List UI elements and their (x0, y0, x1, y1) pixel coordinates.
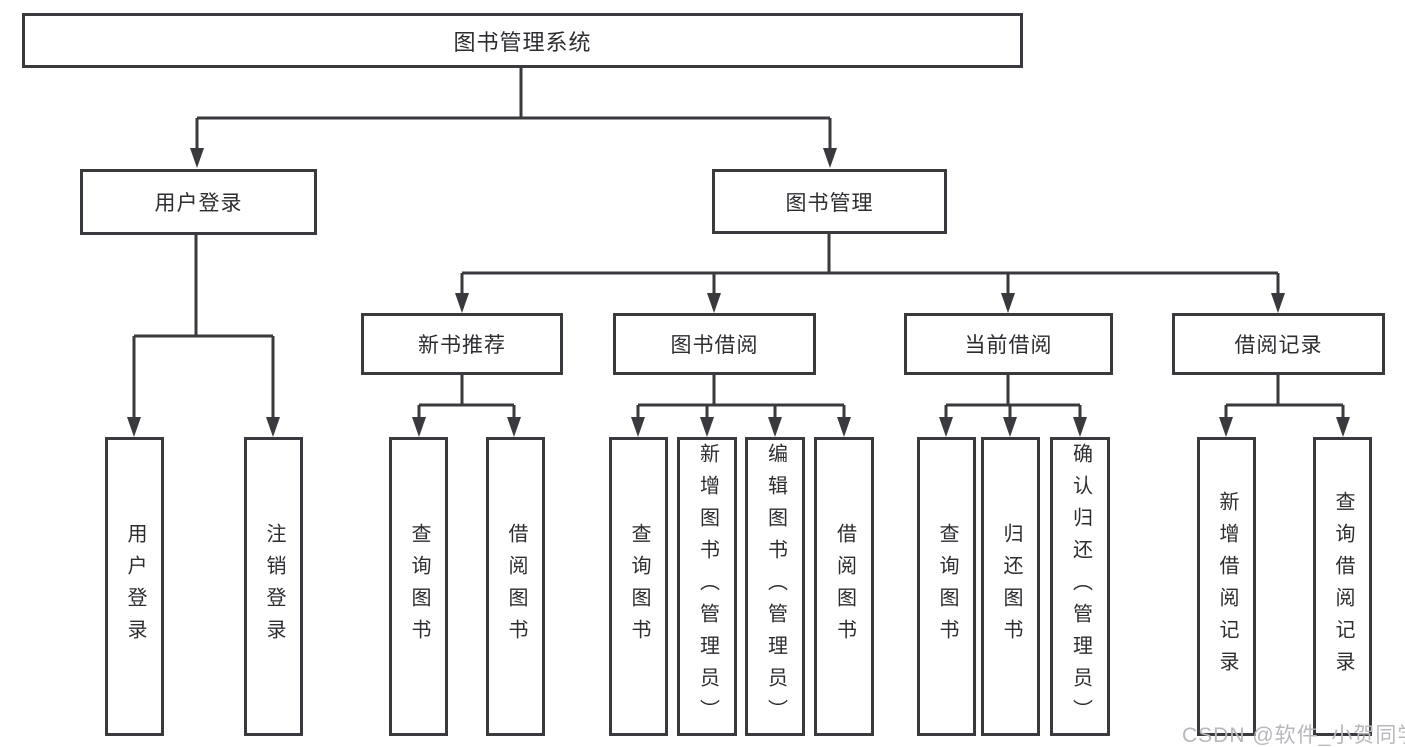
leaf-borrowing-add-book-admin-label: 新增图书（管理员） (696, 442, 719, 731)
arrowhead (939, 417, 953, 437)
leaf-records-add-record-label: 新增借阅记录 (1216, 490, 1238, 683)
leaf-recommend-borrow-book-label: 借阅图书 (505, 522, 527, 651)
arrowhead (412, 417, 426, 437)
leaf-borrowing-borrow-book: 借阅图书 (814, 437, 874, 736)
node-book-borrowing-label: 图书借阅 (670, 334, 759, 357)
leaf-logout-label: 注销登录 (263, 522, 285, 651)
leaf-logout: 注销登录 (244, 437, 303, 736)
arrowhead (1219, 417, 1233, 437)
arrowhead (127, 417, 141, 437)
leaf-current-return-book: 归还图书 (981, 437, 1040, 736)
leaf-borrowing-search-book: 查询图书 (609, 437, 668, 736)
leaf-recommend-search-book-label: 查询图书 (408, 522, 430, 651)
arrowhead (1336, 417, 1350, 437)
node-book-management-label: 图书管理 (785, 191, 874, 215)
connector-recommend-children (417, 375, 516, 421)
node-current-borrowing: 当前借阅 (904, 313, 1113, 375)
connector-user-login-children (132, 234, 275, 421)
arrowhead (823, 148, 837, 168)
leaf-user-login: 用户登录 (105, 437, 164, 736)
watermark: CSDN @软件_小贺同学 (1182, 724, 1405, 747)
leaf-borrowing-edit-book-admin-label: 编辑图书（管理员） (764, 442, 787, 731)
leaf-borrowing-search-book-label: 查询图书 (628, 522, 650, 651)
node-root-label: 图书管理系统 (453, 29, 592, 55)
connector-book-mgmt-children (460, 233, 1280, 297)
leaf-current-search-book: 查询图书 (917, 437, 976, 736)
node-user-login-label: 用户登录 (154, 192, 243, 215)
leaf-borrowing-add-book-admin: 新增图书（管理员） (677, 437, 737, 736)
leaf-current-search-book-label: 查询图书 (936, 522, 958, 651)
node-borrowing-records-label: 借阅记录 (1234, 334, 1323, 357)
node-new-book-recommend-label: 新书推荐 (418, 334, 506, 357)
arrowhead (768, 417, 782, 437)
arrowhead (1001, 293, 1015, 313)
connector-borrowing-children (636, 375, 846, 421)
leaf-records-add-record: 新增借阅记录 (1197, 437, 1256, 736)
arrowhead (1271, 293, 1285, 313)
arrowhead (507, 417, 521, 437)
leaf-records-search-record: 查询借阅记录 (1313, 437, 1372, 736)
leaf-borrowing-borrow-book-label: 借阅图书 (833, 522, 856, 651)
node-current-borrowing-label: 当前借阅 (964, 334, 1053, 357)
arrowhead (631, 417, 645, 437)
leaf-borrowing-edit-book-admin: 编辑图书（管理员） (745, 437, 805, 736)
leaf-current-confirm-return-admin: 确认归还（管理员） (1050, 437, 1110, 736)
arrowhead (700, 417, 714, 437)
leaf-records-search-record-label: 查询借阅记录 (1332, 490, 1354, 683)
connector-records-children (1224, 375, 1345, 421)
leaf-current-confirm-return-admin-label: 确认归还（管理员） (1069, 442, 1092, 731)
arrowhead (190, 148, 204, 168)
arrowhead (707, 293, 721, 313)
arrowhead (837, 417, 851, 437)
leaf-current-return-book-label: 归还图书 (1000, 522, 1022, 651)
node-user-login: 用户登录 (80, 169, 317, 235)
node-borrowing-records: 借阅记录 (1172, 313, 1385, 375)
arrowhead (266, 417, 280, 437)
connector-current-children (944, 375, 1082, 421)
leaf-recommend-borrow-book: 借阅图书 (486, 437, 545, 736)
node-new-book-recommend: 新书推荐 (361, 313, 563, 375)
node-root: 图书管理系统 (22, 13, 1023, 68)
leaf-user-login-label: 用户登录 (124, 522, 146, 651)
arrowhead (455, 293, 469, 313)
arrowhead (1073, 417, 1087, 437)
arrowhead (1003, 417, 1017, 437)
node-book-management: 图书管理 (712, 169, 947, 234)
connector-root-to-level2 (195, 67, 832, 152)
node-book-borrowing: 图书借阅 (613, 313, 816, 375)
leaf-recommend-search-book: 查询图书 (389, 437, 448, 736)
